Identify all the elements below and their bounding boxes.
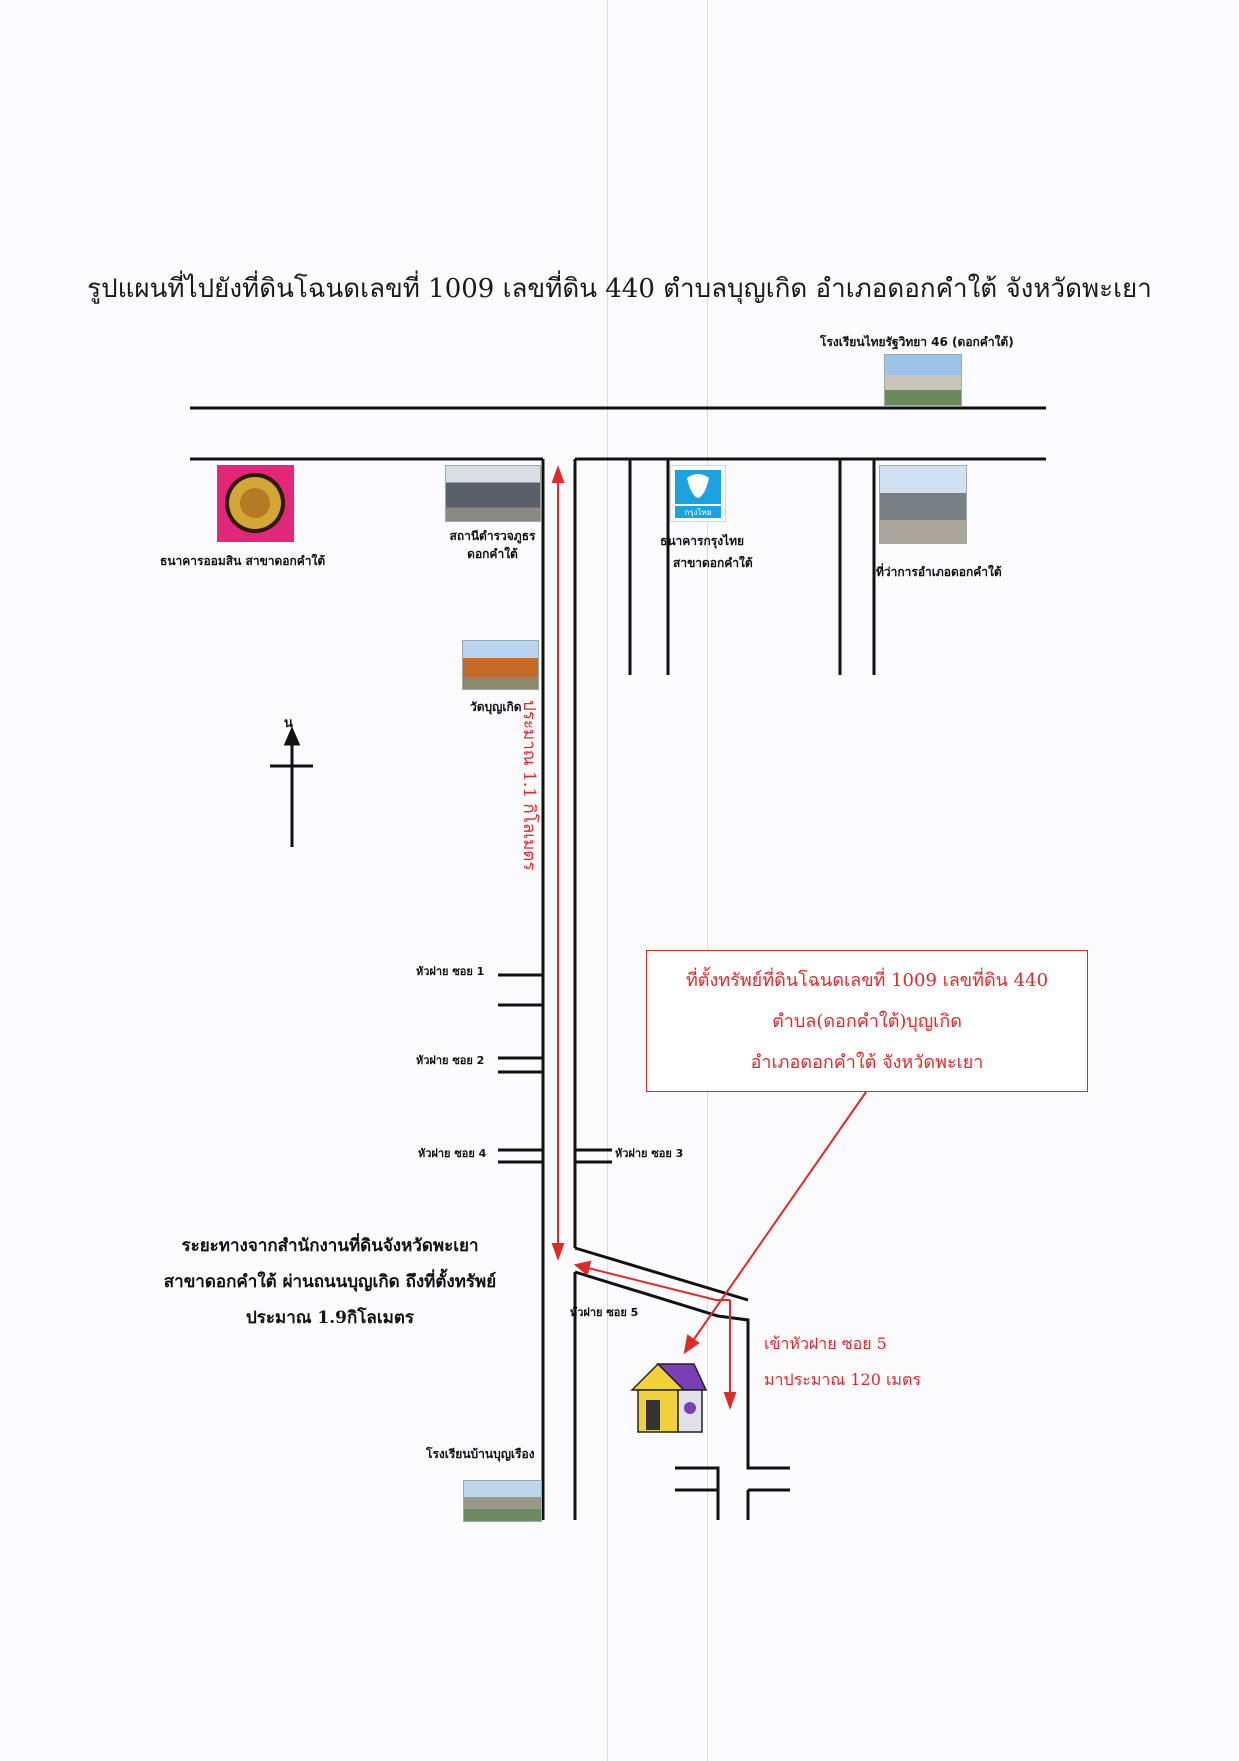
soi4-label: หัวฝาย ซอย 4 [418,1147,487,1160]
soi2-label: หัวฝาย ซอย 2 [416,1054,485,1067]
distance-vertical-label: ประมาณ 1.1 กิโลเมตร [519,700,539,871]
school-top-label: โรงเรียนไทยรัฐวิทยา 46 (ดอกคำใต้) [820,335,1014,349]
soi3-label: หัวฝาย ซอย 3 [615,1147,684,1160]
roads [190,406,1046,1520]
ktb-logo-text: กรุงไทย [684,508,712,517]
school-top-photo [884,354,962,406]
route [551,465,867,1410]
soi5-label: หัวฝาย ซอย 5 [570,1306,639,1319]
scan-line [607,0,608,1761]
route-arrow-down [551,1243,565,1261]
distance-summary-line3: ประมาณ 1.9กิโลเมตร [245,1308,415,1328]
distance-summary: ระยะทางจากสำนักงานที่ดินจังหวัดพะเยา สาข… [130,1228,530,1336]
scan-line [707,0,708,1761]
route-arrow-down2 [723,1392,737,1410]
soi5-note-line2: มาประมาณ 120 เมตร [764,1370,921,1389]
pointer-line [691,1091,867,1343]
ktb-logo-icon: กรุงไทย [670,465,726,522]
location-line3: อำเภอดอกคำใต้ จังหวัดพะเยา [750,1052,984,1073]
north-label: น [284,716,293,731]
route-soi5 [587,1267,717,1301]
route-arrow-left [573,1260,592,1276]
school-bottom-photo [463,1480,542,1522]
temple-label: วัดบุญเกิด [470,700,522,714]
location-line2: ตำบล(ดอกคำใต้)บุญเกิด [772,1011,962,1032]
police-label-2: ดอกคำใต้ [467,547,518,561]
school-bottom-label: โรงเรียนบ้านบุญเรือง [426,1447,535,1461]
distance-summary-line2: สาขาดอกคำใต้ ผ่านถนนบุญเกิด ถึงที่ตั้งทร… [163,1272,497,1292]
district-office-label: ที่ว่าการอำเภอดอกคำใต้ [876,565,1002,579]
gsb-bank-label: ธนาคารออมสิน สาขาดอกคำใต้ [160,554,326,568]
district-office-photo [879,465,967,544]
distance-summary-line1: ระยะทางจากสำนักงานที่ดินจังหวัดพะเยา [181,1236,479,1256]
location-line1: ที่ตั้งทรัพย์ที่ดินโฉนดเลขที่ 1009 เลขที… [685,970,1049,991]
north-arrow-icon [270,726,313,847]
house-icon [630,1362,708,1433]
gsb-logo-icon [217,465,294,542]
police-label-1: สถานีตำรวจภูธร [449,529,536,543]
location-box: ที่ตั้งทรัพย์ที่ดินโฉนดเลขที่ 1009 เลขที… [646,950,1088,1092]
pointer-arrow [683,1334,700,1355]
temple-photo [462,640,539,690]
soi1-label: หัวฝาย ซอย 1 [416,965,485,978]
route-arrow-up [551,465,565,483]
ktb-label-1: ธนาคารกรุงไทย [660,534,745,548]
soi5-note-line1: เข้าหัวฝาย ซอย 5 [764,1334,887,1353]
map-title: รูปแผนที่ไปยังที่ดินโฉนดเลขที่ 1009 เลขท… [87,274,1152,304]
police-photo [445,465,541,522]
ktb-label-2: สาขาดอกคำใต้ [673,556,753,570]
